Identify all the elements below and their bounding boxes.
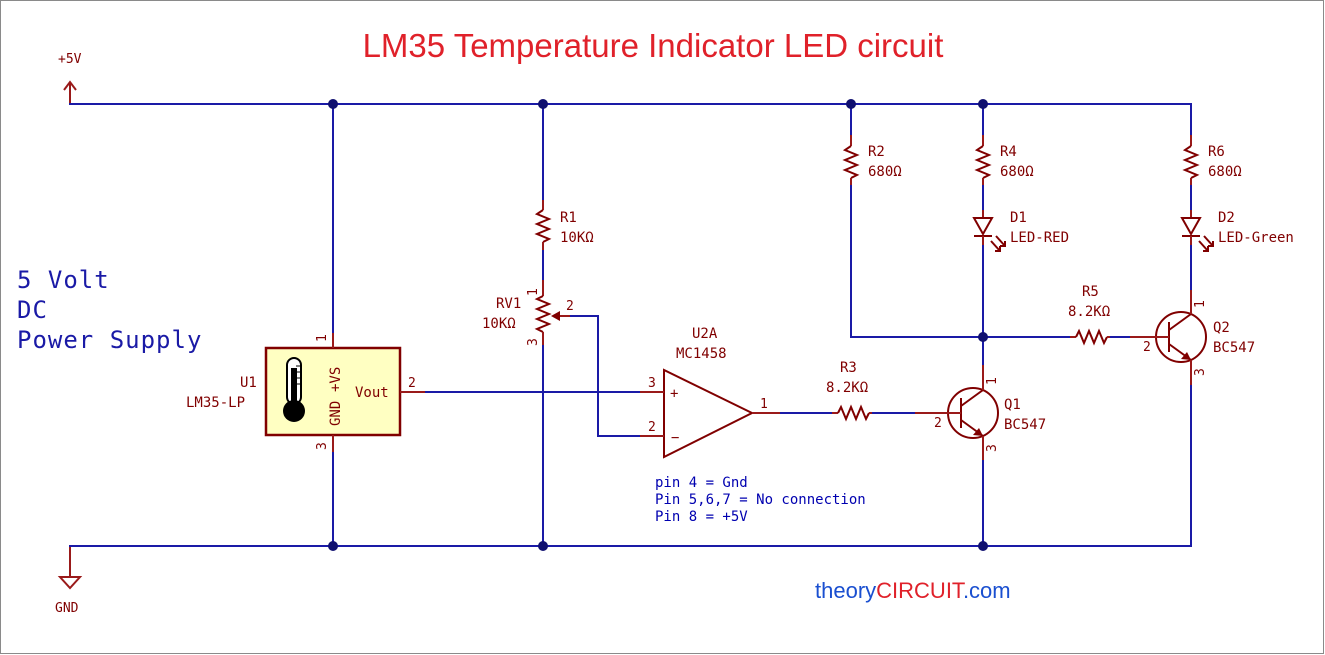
pin-number: 3 [985, 444, 1000, 452]
resistor-r1: R1 10KΩ [534, 200, 594, 250]
junction-dot [846, 99, 856, 109]
u1-value: LM35-LP [186, 395, 245, 411]
pin-number: 1 [526, 288, 541, 296]
wires [69, 103, 1192, 547]
u1-ref: U1 [240, 375, 257, 391]
led-d1: D1 LED-RED [972, 210, 1069, 252]
junction-dot [538, 541, 548, 551]
pin-number: 1 [985, 377, 1000, 385]
r6-value: 680Ω [1208, 164, 1242, 180]
light-rays-icon [990, 235, 1006, 252]
resistor-r6: R6 680Ω [1182, 135, 1242, 185]
r2-value: 680Ω [868, 164, 902, 180]
resistor-r2: R2 680Ω [842, 135, 902, 185]
rv1-ref: RV1 [496, 296, 521, 312]
resistor-r5: R5 8.2KΩ [1068, 284, 1110, 346]
opamp-note-line: pin 4 = Gnd [655, 475, 748, 491]
thermometer-icon [283, 357, 305, 422]
u2a-value: MC1458 [676, 346, 727, 362]
pin-number: 2 [648, 420, 656, 435]
gnd-label: GND [55, 601, 79, 616]
r3-ref: R3 [840, 360, 857, 376]
u2a-ref: U2A [692, 326, 718, 342]
d2-ref: D2 [1218, 210, 1235, 226]
q2-ref: Q2 [1213, 320, 1230, 336]
diagram-title: LM35 Temperature Indicator LED circuit [363, 27, 944, 64]
r4-ref: R4 [1000, 144, 1017, 160]
d2-value: LED-Green [1218, 230, 1294, 246]
opamp-notes: pin 4 = Gnd Pin 5,6,7 = No connection Pi… [655, 475, 866, 525]
q1-value: BC547 [1004, 417, 1046, 433]
pin-number: 1 [315, 334, 330, 342]
pin-number: 2 [1143, 340, 1151, 355]
r5-value: 8.2KΩ [1068, 304, 1110, 320]
pin-number: 3 [648, 376, 656, 391]
pin-number: 1 [760, 397, 768, 412]
junctions [328, 99, 988, 551]
opamp-minus-sign: − [671, 430, 679, 446]
supply-note-line: 5 Volt [17, 266, 110, 294]
rv1-value: 10KΩ [482, 316, 516, 332]
led-d2: D2 LED-Green [1180, 210, 1294, 252]
light-rays-icon [1198, 235, 1214, 252]
r6-ref: R6 [1208, 144, 1225, 160]
r3-value: 8.2KΩ [826, 380, 868, 396]
transistor-q1: 1 3 2 Q1 BC547 [915, 365, 1046, 460]
d1-ref: D1 [1010, 210, 1027, 226]
opamp-plus-sign: + [670, 386, 678, 402]
opamp-note-line: Pin 8 = +5V [655, 509, 748, 525]
vcc-power-symbol: +5V [58, 52, 82, 104]
pin-number: 3 [1193, 368, 1208, 376]
gnd-power-symbol: GND [55, 546, 83, 616]
u1-pin-gnd: GND [328, 401, 344, 426]
lm35-sensor-u1: 1 3 2 +VS GND Vout U1 LM35-LP [186, 333, 425, 452]
q2-value: BC547 [1213, 340, 1255, 356]
vcc-label: +5V [58, 52, 82, 67]
brand-part-theory: theory [815, 578, 876, 603]
u1-pin-vout: Vout [355, 385, 389, 401]
junction-dot [978, 541, 988, 551]
brand-watermark: theoryCIRCUIT.com [815, 578, 1011, 603]
u1-pin-vs: +VS [328, 367, 344, 392]
pin-number: 2 [408, 376, 416, 391]
pin-number: 3 [526, 338, 541, 346]
opamp-u2a: + − 3 2 1 U2A MC1458 [640, 326, 780, 459]
transistor-q2: 1 3 2 Q2 BC547 [1130, 290, 1255, 385]
supply-note-line: Power Supply [17, 326, 202, 354]
resistor-r4: R4 680Ω [974, 135, 1034, 185]
junction-dot [538, 99, 548, 109]
junction-dot [978, 332, 988, 342]
junction-dot [328, 541, 338, 551]
pin-number: 2 [934, 416, 942, 431]
d1-value: LED-RED [1010, 230, 1069, 246]
r1-value: 10KΩ [560, 230, 594, 246]
pin-number: 1 [1193, 300, 1208, 308]
r1-ref: R1 [560, 210, 577, 226]
supply-note-line: DC [17, 296, 48, 324]
brand-part-circuit: CIRCUIT [876, 578, 965, 603]
r2-ref: R2 [868, 144, 885, 160]
pin-number: 3 [315, 442, 330, 450]
q1-ref: Q1 [1004, 397, 1021, 413]
pin-number: 2 [566, 299, 574, 314]
junction-dot [978, 99, 988, 109]
potentiometer-rv1: 1 3 2 RV1 10KΩ [482, 280, 574, 346]
opamp-note-line: Pin 5,6,7 = No connection [655, 492, 866, 508]
supply-note: 5 Volt DC Power Supply [17, 266, 202, 354]
junction-dot [328, 99, 338, 109]
r5-ref: R5 [1082, 284, 1099, 300]
r4-value: 680Ω [1000, 164, 1034, 180]
brand-part-com: .com [963, 578, 1011, 603]
resistor-r3: R3 8.2KΩ [826, 360, 872, 422]
